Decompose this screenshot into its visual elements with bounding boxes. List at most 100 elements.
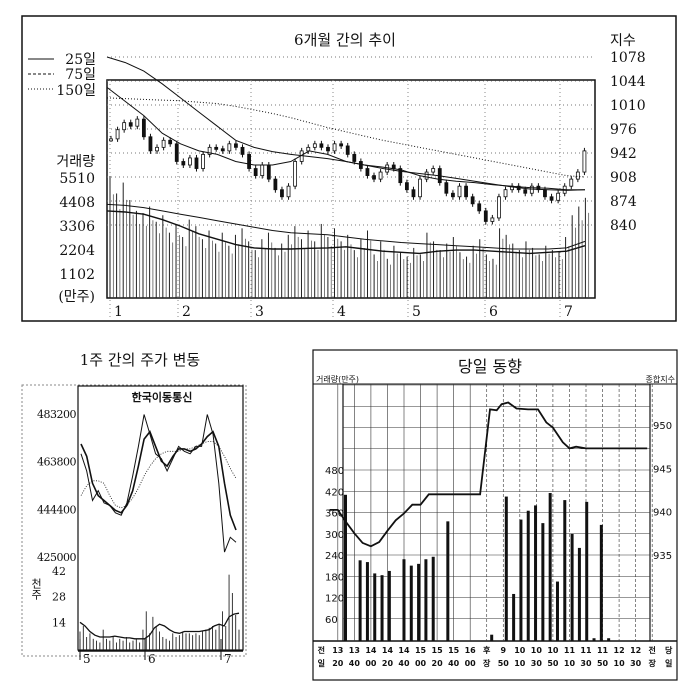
x-label-bottom: 00 [465,659,477,668]
x-label-top: 12 [630,646,641,655]
chart1-volume-title: 거래량 [56,154,95,170]
chart3-right-axis-title: 종합지수 [646,375,675,384]
candle-body [128,122,133,127]
volume-bar [387,570,391,641]
candle-body [312,143,317,148]
candle-body [319,143,324,148]
candle-body [345,145,350,155]
candle-body [431,168,436,173]
x-label-top: 전 [648,645,655,655]
x-label-top: 13 [349,646,360,655]
volume-bar [563,500,567,641]
candle-body [464,185,468,198]
x-label-bottom: 30 [531,659,543,668]
volume-bar [409,565,413,641]
x-label-top: 11 [597,646,609,655]
index-tick-label: 935 [653,551,672,562]
x-label-top: 전 [318,645,325,655]
volume-bar [380,575,384,641]
x-label-top: 14 [365,646,377,655]
x-label-bottom: 50 [547,659,559,668]
x-label-bottom: 일 [665,658,672,668]
candle-body [424,171,429,180]
x-label-top: 14 [398,646,410,655]
chart2-plot-area [77,385,244,651]
chart3-frame [312,349,678,681]
x-label-top: 12 [614,646,625,655]
price-tick-label: 463800 [37,456,76,469]
volume-bar [548,493,552,641]
candle-body [444,182,449,194]
legend-150: 150일 [56,83,96,99]
x-label-bottom: 30 [580,659,592,668]
volume-bar [519,519,523,641]
x-tick-label: 6 [148,652,156,666]
volume-tick-label: 42 [52,565,66,578]
candle-body [404,182,409,191]
candle-body [490,217,495,222]
volume-tick-label: 14 [52,616,66,629]
candle-body [273,178,278,191]
volume-bar [373,573,377,641]
volume-tick-label: 28 [52,591,66,604]
legend-25: 25일 [65,52,96,68]
x-label-top: 15 [448,646,460,655]
volume-tick-label: 120 [325,594,344,605]
x-tick-label: 4 [337,304,346,320]
x-label-bottom: 40 [398,659,410,668]
chart1-volume-unit: (만주) [58,289,95,305]
x-label-top: 15 [432,646,444,655]
candle-body [234,143,238,148]
candle-body [109,138,113,142]
candle-body [529,185,534,194]
x-label-top: 10 [531,646,543,655]
x-label-top: 10 [514,646,526,655]
x-label-bottom: 10 [514,659,526,668]
volume-tick-label: 60 [325,615,338,626]
x-label-bottom: 00 [365,659,377,668]
x-label-bottom: 50 [597,659,609,668]
candle-body [168,139,173,145]
legend-75: 75일 [65,67,96,83]
index-line [329,401,648,548]
x-tick-label: 6 [489,304,498,320]
candle-body [240,146,245,155]
volume-bar [512,593,516,641]
x-label-bottom: 10 [614,659,626,668]
volume-bar [446,521,450,641]
right-tick-label: 840 [610,218,637,234]
chart2-subtitle: 한국이동통신 [132,390,193,404]
candle-body [220,148,225,152]
volume-bar [365,562,369,641]
left-tick-label: 4408 [59,195,95,211]
candle-body [201,154,205,169]
x-label-top: 후 [483,645,491,655]
x-label-top: 14 [382,646,394,655]
volume-bar [577,547,581,641]
index-tick-label: 940 [653,508,672,519]
candle-body [523,189,528,194]
x-label-top: 11 [564,646,576,655]
volume-bar [504,496,508,641]
ma75-line [106,56,586,191]
price-line-ma-short [80,430,237,531]
volume-tick-label: 180 [325,572,344,583]
x-label-top: 10 [547,646,559,655]
candle-body [280,189,284,198]
volume-bar [526,510,530,641]
volume-bar [358,560,362,641]
right-tick-label: 908 [610,170,637,186]
volume-bar [599,524,603,641]
right-tick-label: 1078 [610,50,646,66]
candle-body [161,139,166,148]
x-label-bottom: 일 [318,658,325,668]
x-label-bottom: 20 [332,659,344,668]
x-tick-label: 7 [224,652,232,666]
volume-bar [424,559,428,641]
volume-tick-label: 420 [325,487,344,498]
candle-body [141,118,146,138]
volume-ma-line [106,203,586,250]
volume-bar [534,505,538,641]
candle-body [477,203,482,212]
candle-body [418,178,422,198]
